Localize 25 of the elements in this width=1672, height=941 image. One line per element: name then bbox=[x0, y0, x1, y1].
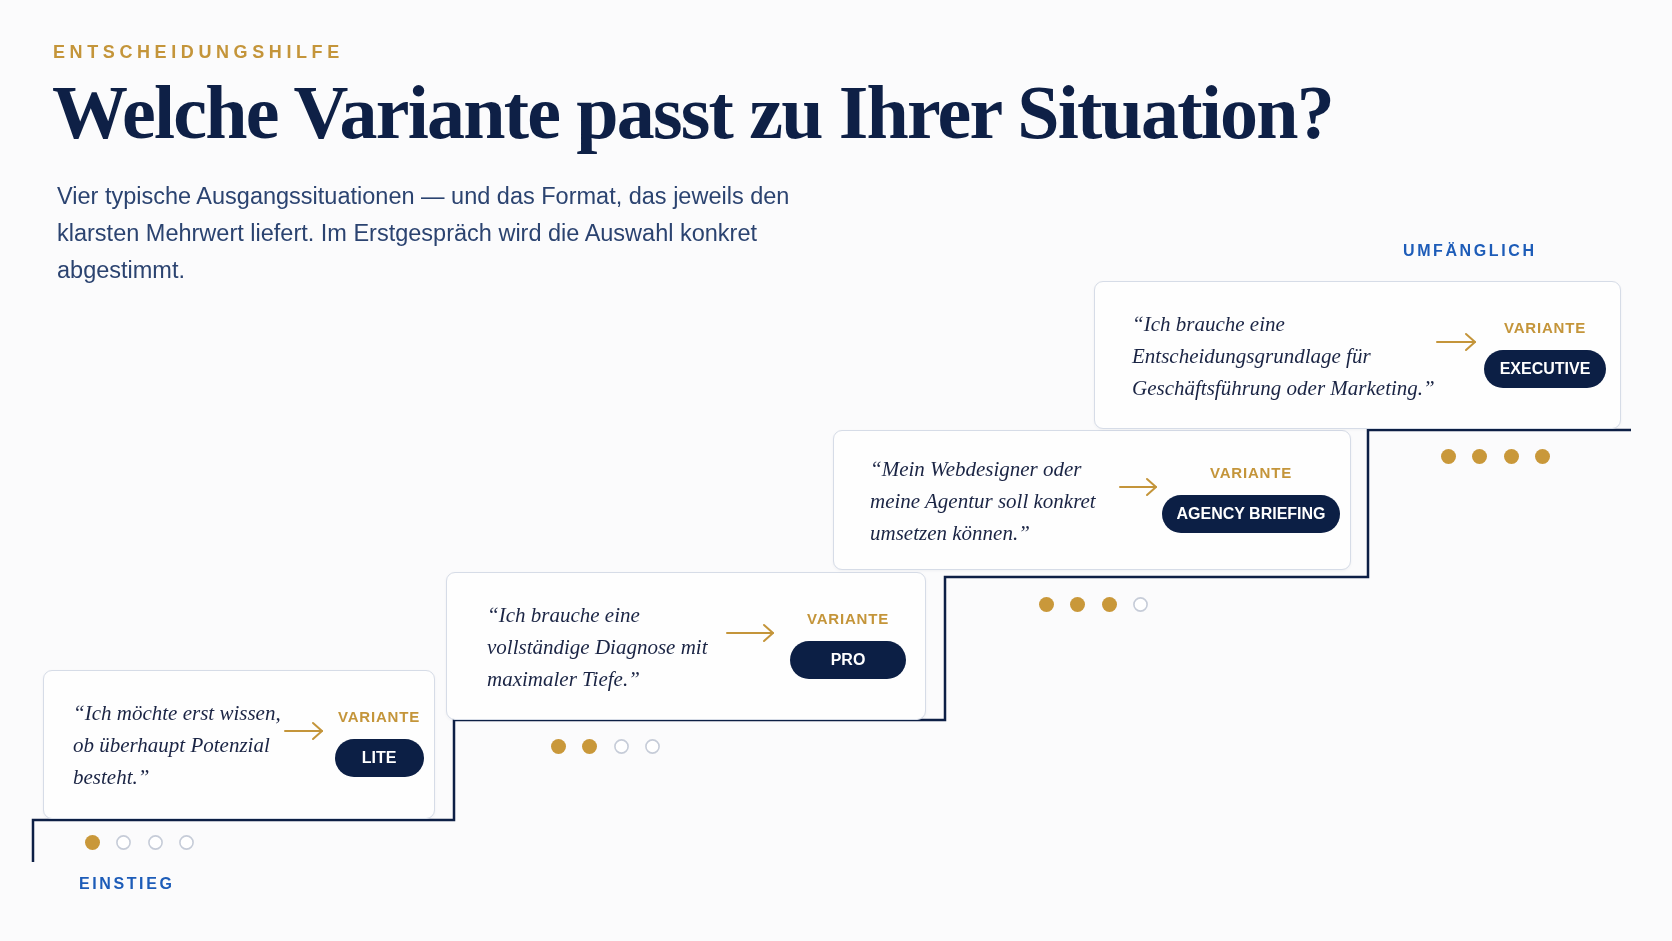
quote-card bbox=[833, 430, 1351, 570]
variant-label: VARIANTE bbox=[338, 707, 420, 727]
quote-card bbox=[43, 670, 435, 819]
variant-pill: PRO bbox=[790, 641, 906, 679]
quote-card bbox=[1094, 281, 1621, 429]
arrow bbox=[1436, 333, 1476, 351]
variant-pill: AGENCY BRIEFING bbox=[1162, 495, 1340, 533]
variant-label: VARIANTE bbox=[1210, 463, 1292, 483]
variant-pill: LITE bbox=[334, 739, 424, 777]
arrow bbox=[1119, 478, 1157, 496]
level-label: EINSTIEG bbox=[79, 874, 175, 894]
level-label: UMFÄNGLICH bbox=[1403, 241, 1537, 261]
subtitle-text: Vier typische Ausgangssituationen — und das Format, das jeweils den klarsten Mehrwert liefert. Im Erstgespräch wird die Auswahl konkret abgestimmt. bbox=[57, 182, 791, 285]
quote-text: “Ich möchte erst wissen, ob überhaupt Potenzial besteht.” bbox=[73, 697, 285, 793]
eyebrow-label: ENTSCHEIDUNGSHILFE bbox=[53, 41, 344, 64]
title: Welche Variante passt zu Ihrer Situation? bbox=[52, 69, 1333, 156]
quote-card bbox=[446, 572, 926, 720]
quote-text: “Ich brauche eine vollständige Diagnose mit maximaler Tiefe.” bbox=[487, 599, 727, 695]
variant-label: VARIANTE bbox=[1504, 318, 1586, 338]
variant-label: VARIANTE bbox=[807, 609, 889, 629]
variant-pill: EXECUTIVE bbox=[1484, 350, 1606, 388]
quote-text: “Mein Webdesigner oder meine Agentur soll konkret umsetzen können.” bbox=[870, 453, 1120, 549]
arrow bbox=[284, 722, 323, 740]
quote-text: “Ich brauche eine Entscheidungsgrundlage für Geschäftsführung oder Marketing.” bbox=[1132, 308, 1437, 404]
arrow bbox=[726, 624, 774, 642]
